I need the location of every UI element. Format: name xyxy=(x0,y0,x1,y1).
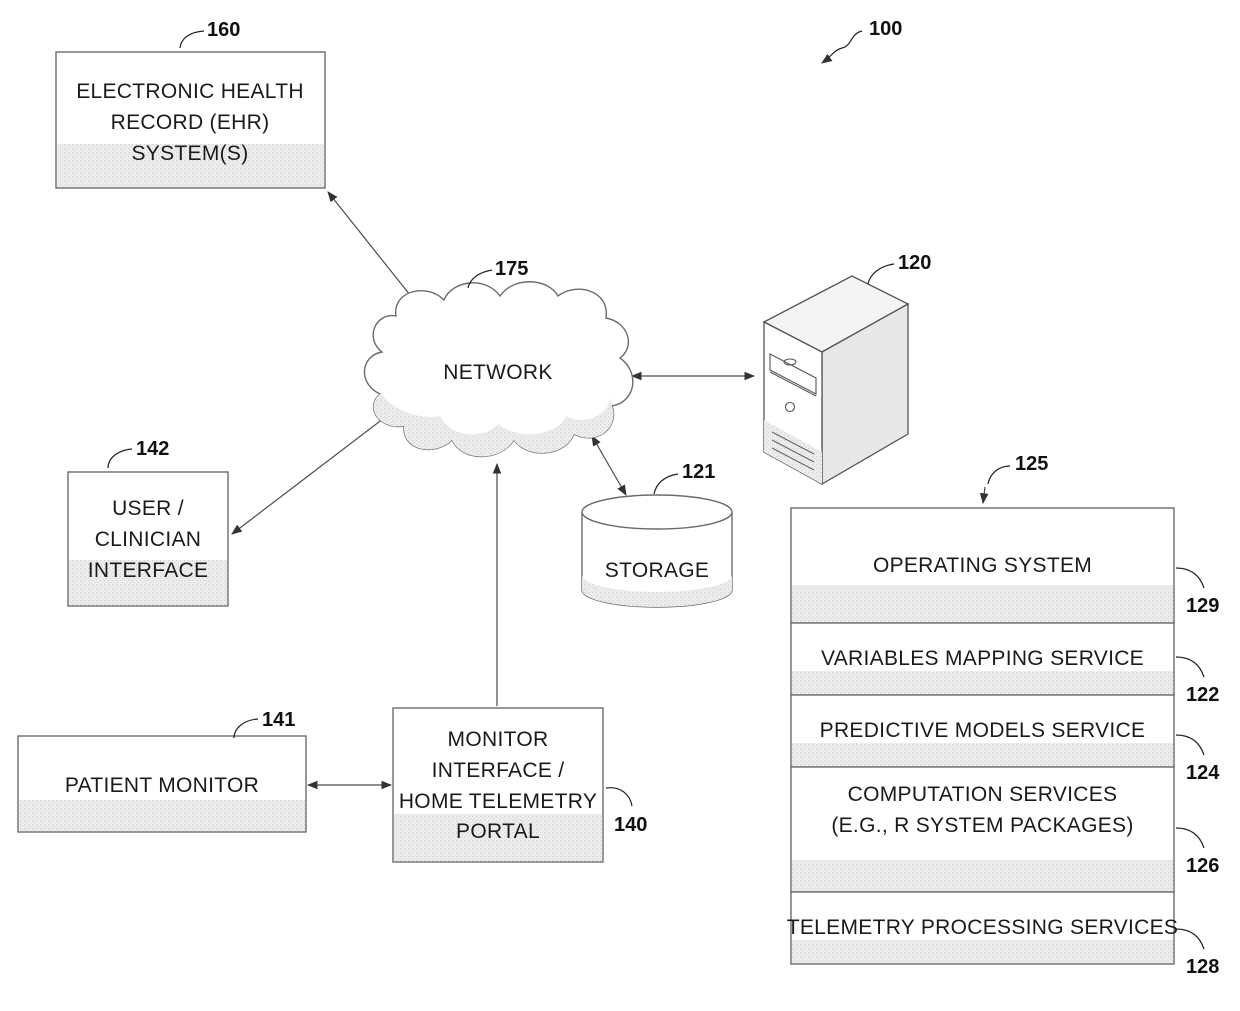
network-ref-number: 175 xyxy=(495,258,528,280)
ehr-system-box: ELECTRONIC HEALTH RECORD (EHR) SYSTEM(S) xyxy=(56,52,325,188)
stack-layer-label: TELEMETRY PROCESSING SERVICES xyxy=(787,916,1178,939)
stack-layer: COMPUTATION SERVICES (E.G., R SYSTEM PACK… xyxy=(791,767,1219,892)
portal-label-line-1: MONITOR xyxy=(448,728,549,751)
clinician-label-line-2: CLINICIAN xyxy=(95,528,202,551)
stack-layer-label: VARIABLES MAPPING SERVICE xyxy=(821,647,1144,670)
clinician-network-connector xyxy=(232,412,392,534)
portal-ref-leader xyxy=(606,788,632,806)
server-ref-number: 120 xyxy=(898,252,931,274)
stack-ref-number: 125 xyxy=(1015,453,1048,475)
stack-layer-ref-leader xyxy=(1176,657,1204,677)
stack-ref-leader xyxy=(988,466,1010,484)
clinician-ref-number: 142 xyxy=(136,438,169,460)
stack-layer-ref-number: 124 xyxy=(1186,762,1220,784)
figure-pointer-arrow xyxy=(822,31,862,63)
portal-ref-number: 140 xyxy=(614,814,647,836)
storage-label: STORAGE xyxy=(605,559,709,582)
stack-layer-ref-leader xyxy=(1176,568,1204,588)
clinician-label-line-1: USER / xyxy=(112,497,184,520)
ehr-label-line-3: SYSTEM(S) xyxy=(131,142,248,165)
stack-layer: OPERATING SYSTEM 129 xyxy=(791,508,1219,623)
stack-layer-label: PREDICTIVE MODELS SERVICE xyxy=(820,719,1146,742)
clinician-label-line-3: INTERFACE xyxy=(88,559,209,582)
storage-ref-leader xyxy=(654,474,678,494)
figure-ref-number: 100 xyxy=(869,18,902,40)
patient-monitor-ref-number: 141 xyxy=(262,709,295,731)
stack-layer-ref-leader xyxy=(1176,735,1204,755)
patient-monitor-label: PATIENT MONITOR xyxy=(65,774,259,797)
stack-layer: TELEMETRY PROCESSING SERVICES 128 xyxy=(787,892,1220,978)
portal-label-line-2: INTERFACE / xyxy=(432,759,565,782)
server-icon xyxy=(764,276,908,484)
network-cloud: NETWORK xyxy=(364,282,632,457)
stack-layer-label: OPERATING SYSTEM xyxy=(873,554,1092,577)
patient-monitor-box: PATIENT MONITOR xyxy=(18,736,306,832)
software-stack: OPERATING SYSTEM 129VARIABLES MAPPING SER… xyxy=(787,508,1220,978)
stack-pointer-arrow xyxy=(983,487,985,503)
portal-label-line-3: HOME TELEMETRY xyxy=(399,790,597,813)
stack-layer-ref-leader xyxy=(1176,828,1204,848)
stack-layer-ref-number: 129 xyxy=(1186,595,1219,617)
stack-layer-ref-number: 126 xyxy=(1186,855,1219,877)
clinician-interface-box: USER / CLINICIAN INTERFACE xyxy=(68,472,228,606)
storage-ref-number: 121 xyxy=(682,461,715,483)
stack-layer-ref-number: 128 xyxy=(1186,956,1219,978)
clinician-ref-leader xyxy=(108,449,132,468)
ehr-ref-leader xyxy=(180,31,204,48)
stack-layer-label: COMPUTATION SERVICES xyxy=(848,783,1118,806)
ehr-label-line-2: RECORD (EHR) xyxy=(111,111,270,134)
ehr-label-line-1: ELECTRONIC HEALTH xyxy=(76,80,304,103)
patient-monitor-ref-leader xyxy=(234,719,258,738)
storage-cylinder: STORAGE xyxy=(582,495,732,607)
monitor-interface-box: MONITOR INTERFACE / HOME TELEMETRY PORTA… xyxy=(393,708,603,862)
server-ref-leader xyxy=(868,264,894,284)
network-storage-connector xyxy=(592,436,626,495)
stack-layer: VARIABLES MAPPING SERVICE 122 xyxy=(791,623,1219,706)
portal-label-line-4: PORTAL xyxy=(456,820,540,843)
stack-layer-ref-number: 122 xyxy=(1186,684,1219,706)
stack-layer-label: (E.G., R SYSTEM PACKAGES) xyxy=(831,814,1133,837)
ehr-ref-number: 160 xyxy=(207,19,240,41)
network-label: NETWORK xyxy=(443,361,552,384)
stack-layer-ref-leader xyxy=(1176,929,1204,949)
ehr-network-connector xyxy=(328,192,418,305)
